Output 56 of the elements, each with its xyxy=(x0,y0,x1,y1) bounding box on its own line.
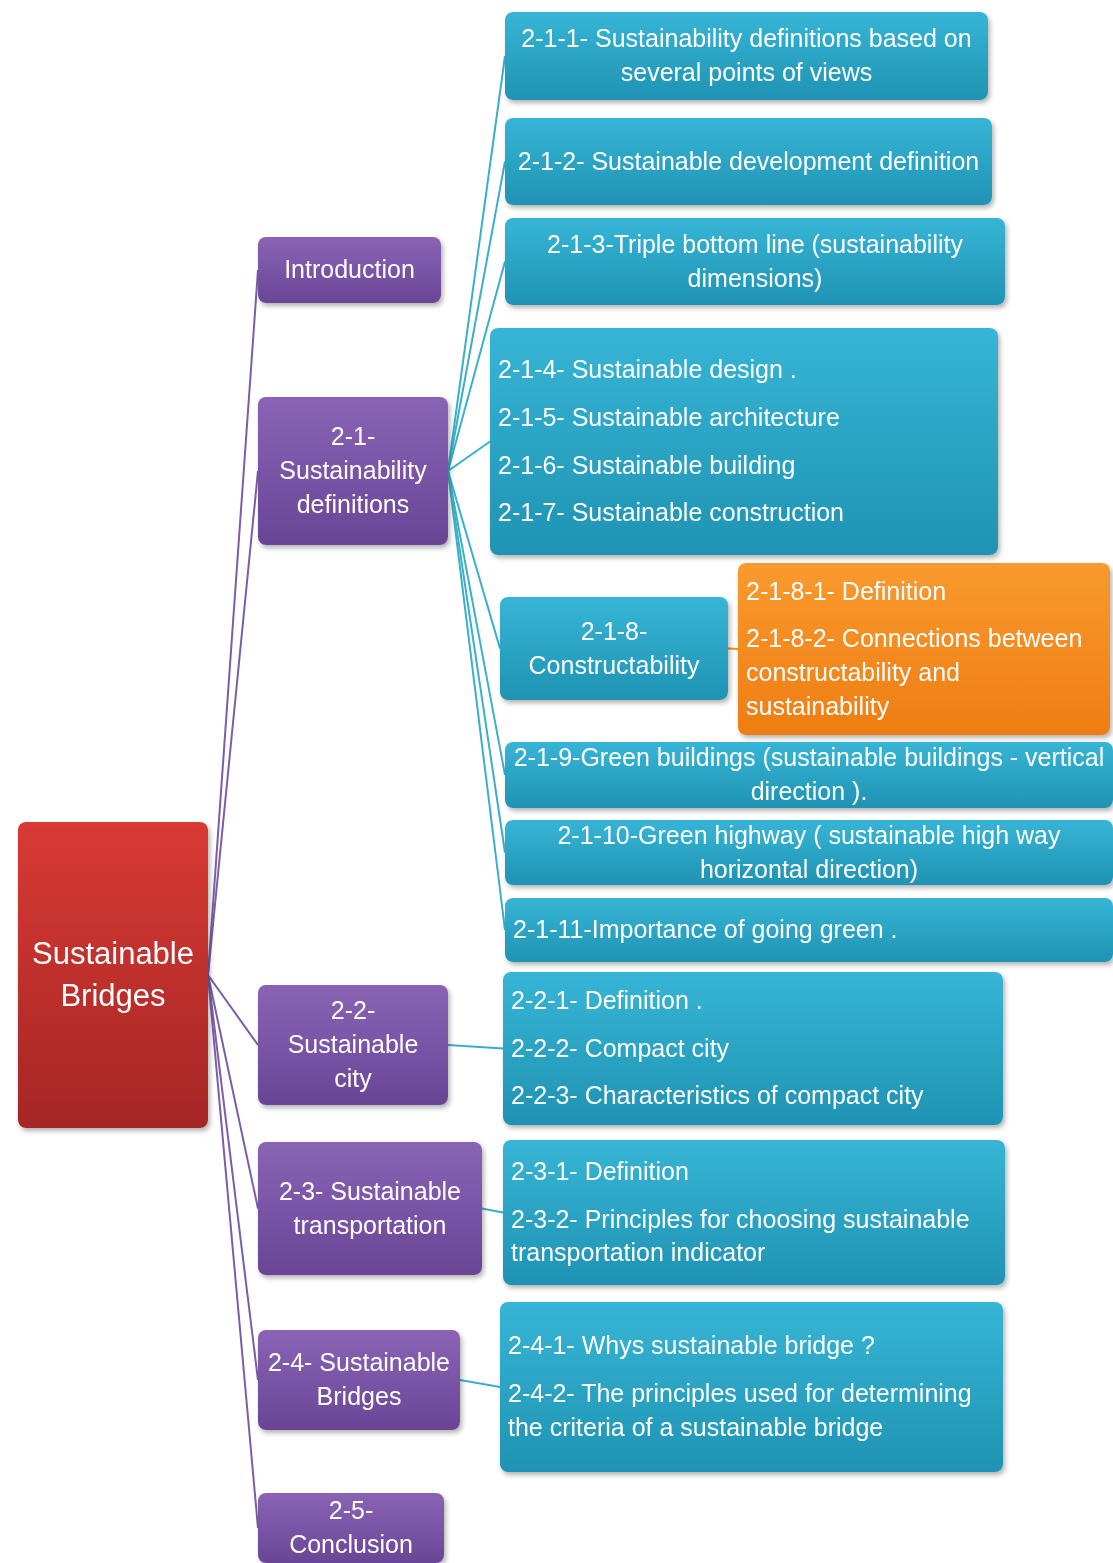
topic-text: 2-5- Conclusion xyxy=(288,1495,414,1560)
connector-line xyxy=(447,470,501,650)
subsection-box xyxy=(505,218,1005,305)
connector-line xyxy=(447,470,506,931)
topic-text: 2-1-6- Sustainable building xyxy=(498,449,796,481)
topic-text: 2-1- Sustainability definitions xyxy=(278,421,428,520)
topic-text: 2-4-1- Whys sustainable bridge ? xyxy=(508,1330,875,1362)
section-box xyxy=(258,1142,482,1275)
topic-text: 2-1-2- Sustainable development definition xyxy=(517,145,980,177)
connector-line xyxy=(207,974,259,1210)
topic-text: 2-1-10-Green highway ( sustainable high way horizontal direction) xyxy=(556,819,1062,885)
subsection-box xyxy=(505,118,992,205)
subsection-box xyxy=(500,1302,1003,1472)
connector-line xyxy=(727,647,739,650)
section-box xyxy=(258,397,448,545)
topic-text: 2-1-9-Green buildings (sustainable buildings - vertical direction ). xyxy=(513,742,1105,807)
topic-text: 2-2- Sustainable city xyxy=(286,995,420,1094)
connector-line xyxy=(481,1207,504,1214)
subsection-box xyxy=(490,328,998,555)
topic-text: 2-1-7- Sustainable construction xyxy=(498,497,845,529)
subsection-box xyxy=(500,597,728,700)
topic-text: Sustainable Bridges xyxy=(31,935,195,1015)
topic-text: 2-4- Sustainable Bridges xyxy=(266,1347,452,1412)
topic-text: 2-1-8-1- Definition xyxy=(746,575,947,607)
topic-text: 2-1-11-Importance of going green . xyxy=(513,914,898,946)
topic-text: 2-1-4- Sustainable design . xyxy=(498,354,797,385)
topic-text: 2-2-2- Compact city xyxy=(511,1032,730,1064)
subsection-box xyxy=(738,563,1110,735)
topic-text: 2-1-8-2- Connections between constructability and sustainability xyxy=(746,623,1084,722)
connector-line xyxy=(207,470,259,976)
topic-text: 2-3-2- Principles for choosing sustainable transportation indicator xyxy=(511,1203,971,1269)
connector-line xyxy=(207,974,259,1046)
connector-line xyxy=(459,1379,501,1388)
connector-line xyxy=(447,440,491,472)
section-box xyxy=(258,985,448,1105)
topic-text: Introduction xyxy=(284,254,415,286)
topic-text: 2-1-5- Sustainable architecture xyxy=(498,401,840,433)
topic-text: 2-1-1- Sustainability definitions based on several points of views xyxy=(520,23,973,88)
root-topic-box xyxy=(18,822,208,1128)
topic-text: 2-3-1- Definition xyxy=(511,1155,689,1187)
topic-text: 2-1-3-Triple bottom line (sustainability dimensions) xyxy=(546,228,964,294)
section-box xyxy=(258,237,441,303)
connector-line xyxy=(447,1044,504,1050)
subsection-box xyxy=(505,820,1113,885)
section-box xyxy=(258,1330,460,1430)
topic-text: 2-2-3- Characteristics of compact city xyxy=(511,1080,924,1112)
subsection-box xyxy=(505,12,988,100)
topic-text: 2-3- Sustainable transportation xyxy=(277,1175,463,1241)
subsection-box xyxy=(503,972,1003,1125)
connector-line xyxy=(447,260,506,472)
topic-text: 2-4-2- The principles used for determining the criteria of a sustainable bridge xyxy=(508,1378,973,1443)
subsection-box xyxy=(505,898,1113,962)
subsection-box xyxy=(503,1140,1005,1285)
topic-text: 2-1-8- Constructability xyxy=(527,615,701,681)
topic-text: 2-2-1- Definition . xyxy=(511,984,703,1016)
section-box xyxy=(258,1493,444,1563)
